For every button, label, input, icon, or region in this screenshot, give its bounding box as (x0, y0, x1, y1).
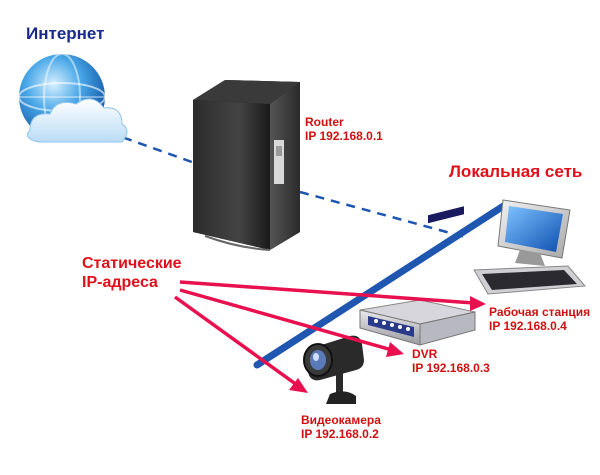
camera-name: Видеокамера (301, 413, 381, 427)
video-camera-icon (303, 335, 364, 404)
router-lan-link (299, 190, 466, 239)
static-ip-arrows (173, 280, 486, 393)
internet-router-link (107, 130, 271, 192)
arrowhead-dvr (386, 342, 404, 357)
workstation-computer-icon (473, 199, 587, 295)
workstation-label: Рабочая станция IP 192.168.0.4 (489, 305, 590, 333)
dvr-ip: IP 192.168.0.3 (412, 361, 490, 375)
arrowhead-camera (289, 378, 308, 393)
dvr-name: DVR (412, 347, 438, 361)
router-ip: IP 192.168.0.1 (305, 129, 383, 143)
camera-label: Видеокамера IP 192.168.0.2 (301, 413, 381, 441)
lan-backbone-line (253, 201, 509, 369)
router-name: Router (305, 115, 344, 129)
static-ip-line1: Статические (82, 255, 182, 272)
lan-label: Локальная сеть (449, 162, 583, 181)
router-server-icon (193, 80, 300, 251)
internet-label: Интернет (26, 24, 105, 43)
router-label: Router IP 192.168.0.1 (305, 115, 383, 143)
workstation-ip: IP 192.168.0.4 (489, 319, 567, 333)
arrow-to-workstation (179, 280, 475, 305)
dvr-label: DVR IP 192.168.0.3 (412, 347, 490, 375)
workstation-name: Рабочая станция (489, 305, 591, 319)
arrowhead-workstation (470, 296, 486, 311)
static-ip-label: Статические IP-адреса (82, 254, 182, 292)
arrow-to-camera (173, 295, 299, 387)
internet-globe-cloud-icon (18, 53, 128, 143)
static-ip-line2: IP-адреса (82, 274, 158, 291)
arrow-to-dvr (179, 288, 393, 352)
dvr-recorder-icon (359, 206, 476, 346)
camera-ip: IP 192.168.0.2 (301, 427, 379, 441)
